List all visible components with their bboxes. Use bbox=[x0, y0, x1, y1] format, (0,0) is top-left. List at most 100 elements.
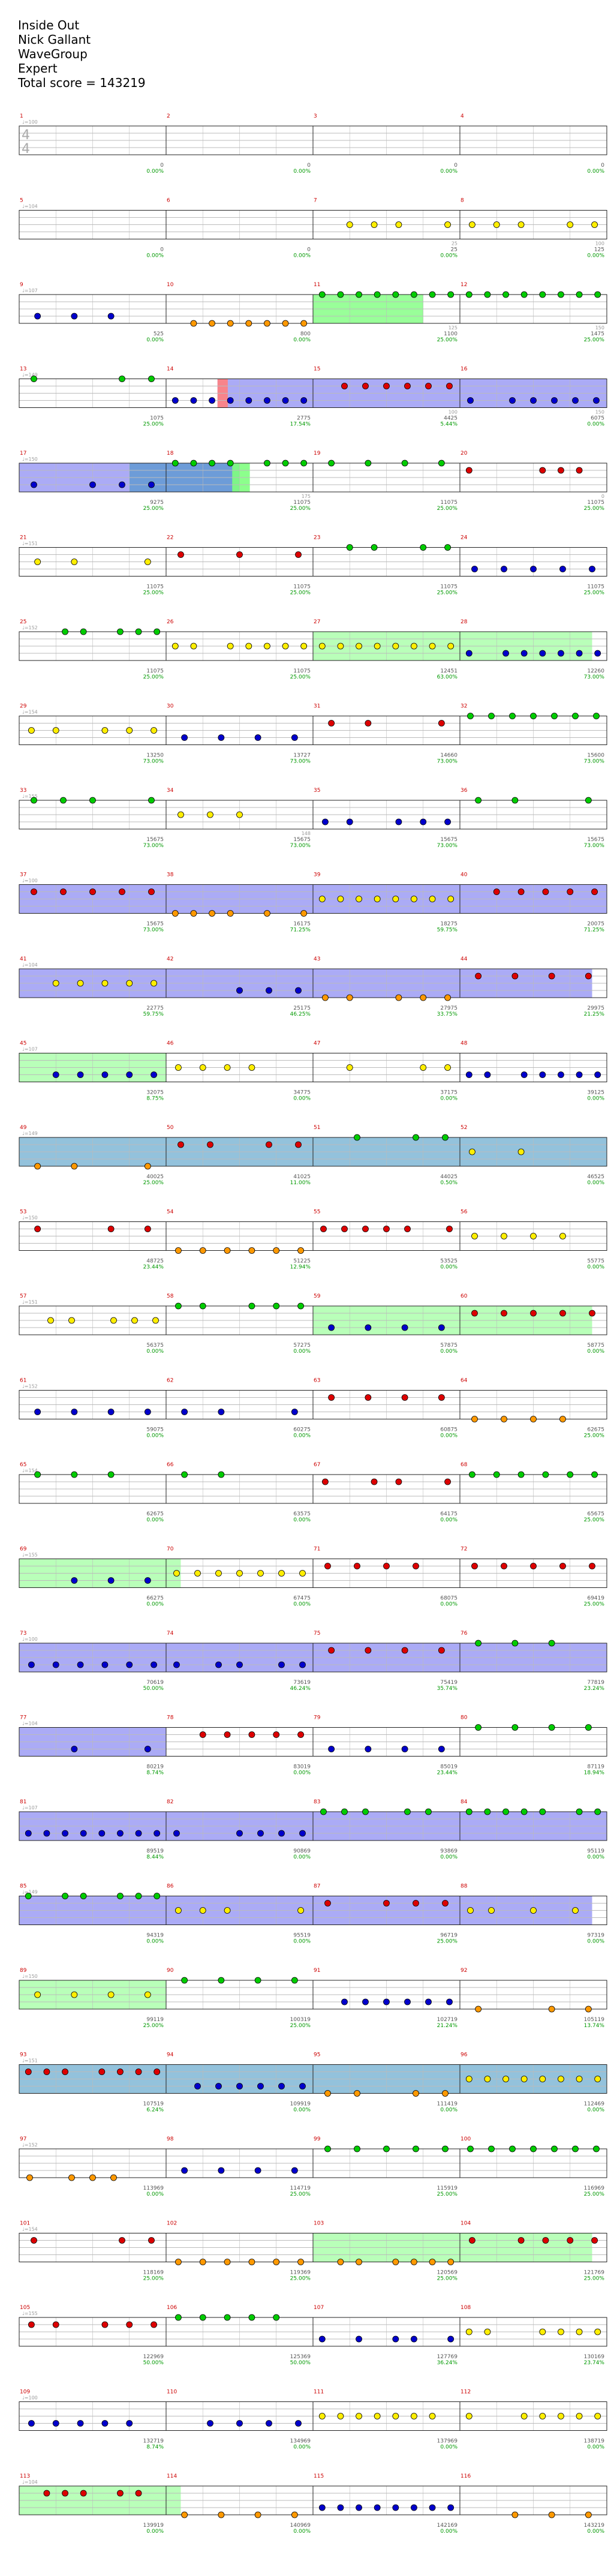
staff-border bbox=[19, 2401, 607, 2431]
star-power-percent: 0.00% bbox=[146, 1433, 164, 1439]
note bbox=[80, 1830, 87, 1837]
note bbox=[62, 1893, 68, 1899]
note bbox=[374, 2413, 381, 2419]
star-power-percent: 25.00% bbox=[437, 590, 458, 596]
note bbox=[300, 910, 308, 917]
note bbox=[194, 1570, 201, 1577]
star-power-percent: 0.00% bbox=[440, 1602, 458, 1608]
note bbox=[530, 1310, 537, 1317]
measure-number: 67 bbox=[314, 1462, 320, 1468]
note bbox=[467, 2145, 474, 2152]
measure-number: 20 bbox=[460, 451, 468, 457]
note bbox=[469, 221, 475, 228]
note bbox=[551, 2145, 558, 2152]
tempo-mark: ♩=155 bbox=[22, 1553, 38, 1558]
note bbox=[383, 1226, 390, 1232]
staff-border bbox=[19, 210, 607, 239]
note bbox=[77, 1071, 84, 1078]
note bbox=[337, 2504, 344, 2511]
note bbox=[144, 1991, 151, 1998]
measure-number: 26 bbox=[167, 619, 174, 625]
star-power-percent: 0.00% bbox=[440, 253, 458, 259]
note bbox=[593, 397, 600, 404]
cumulative-score: 122969 bbox=[143, 2354, 164, 2360]
star-power-percent: 0.00% bbox=[440, 2529, 458, 2535]
note bbox=[318, 2413, 326, 2419]
measure-number: 38 bbox=[167, 872, 174, 878]
measure-number: 99 bbox=[314, 2136, 321, 2142]
note bbox=[401, 1394, 408, 1401]
note bbox=[465, 1071, 472, 1078]
note bbox=[365, 720, 372, 726]
note bbox=[215, 2083, 222, 2089]
star-power-percent: 25.00% bbox=[584, 1433, 605, 1439]
note bbox=[181, 1409, 188, 1415]
note bbox=[135, 1830, 142, 1837]
note bbox=[175, 2314, 182, 2321]
note bbox=[572, 2145, 579, 2152]
note bbox=[236, 811, 243, 818]
note bbox=[218, 734, 225, 741]
note bbox=[28, 2321, 35, 2328]
staff-border bbox=[19, 294, 607, 324]
note bbox=[413, 2145, 419, 2152]
note bbox=[43, 2068, 50, 2075]
measure-number: 85 bbox=[20, 1884, 26, 1890]
note bbox=[119, 376, 125, 382]
measure-number: 115 bbox=[314, 2473, 324, 2479]
note bbox=[194, 2083, 201, 2089]
note bbox=[245, 397, 252, 404]
note bbox=[558, 467, 564, 474]
note bbox=[297, 1907, 304, 1914]
note bbox=[374, 2504, 381, 2511]
note bbox=[493, 888, 500, 895]
note bbox=[43, 2490, 50, 2497]
measure-number: 48 bbox=[460, 1041, 468, 1047]
star-power-percent: 0.00% bbox=[293, 1602, 311, 1608]
note bbox=[425, 1808, 432, 1815]
note bbox=[517, 1148, 525, 1155]
tempo-mark: ♩=150 bbox=[22, 457, 38, 462]
measure-number: 31 bbox=[314, 704, 320, 710]
note bbox=[117, 2068, 124, 2075]
star-power-percent: 25.00% bbox=[584, 506, 605, 512]
note bbox=[291, 1977, 298, 1984]
note bbox=[572, 713, 579, 719]
star-power-percent: 0.00% bbox=[293, 1433, 311, 1439]
cumulative-score: 15600 bbox=[587, 753, 604, 759]
note bbox=[558, 1071, 564, 1078]
measure-number: 114 bbox=[167, 2473, 177, 2479]
note bbox=[413, 1563, 419, 1569]
note bbox=[572, 397, 579, 404]
note bbox=[559, 566, 566, 572]
note bbox=[151, 1071, 157, 1078]
note bbox=[77, 2420, 84, 2427]
measure-number: 29 bbox=[20, 704, 27, 710]
tempo-mark: ♩=154 bbox=[22, 710, 38, 715]
star-power-percent: 8.74% bbox=[146, 1770, 164, 1776]
note bbox=[264, 910, 270, 917]
measure-number: 3 bbox=[314, 113, 317, 119]
note bbox=[328, 720, 335, 726]
note bbox=[218, 1409, 225, 1415]
note bbox=[52, 2321, 59, 2328]
measure-number: 27 bbox=[314, 619, 320, 625]
note bbox=[117, 2490, 124, 2497]
note bbox=[346, 1064, 353, 1071]
note bbox=[98, 1830, 106, 1837]
staff-border bbox=[19, 1305, 607, 1335]
cumulative-score: 137969 bbox=[437, 2439, 458, 2445]
tempo-mark: ♩=149 bbox=[22, 373, 38, 378]
note bbox=[300, 320, 308, 327]
note bbox=[68, 2174, 75, 2181]
cumulative-score: 102719 bbox=[437, 2017, 458, 2023]
note bbox=[177, 1141, 184, 1148]
cumulative-score: 11075 bbox=[146, 584, 164, 590]
note bbox=[254, 734, 261, 741]
note bbox=[254, 1977, 261, 1984]
star-power-percent: 0.00% bbox=[293, 169, 311, 175]
note bbox=[548, 972, 555, 980]
note bbox=[34, 1163, 41, 1170]
